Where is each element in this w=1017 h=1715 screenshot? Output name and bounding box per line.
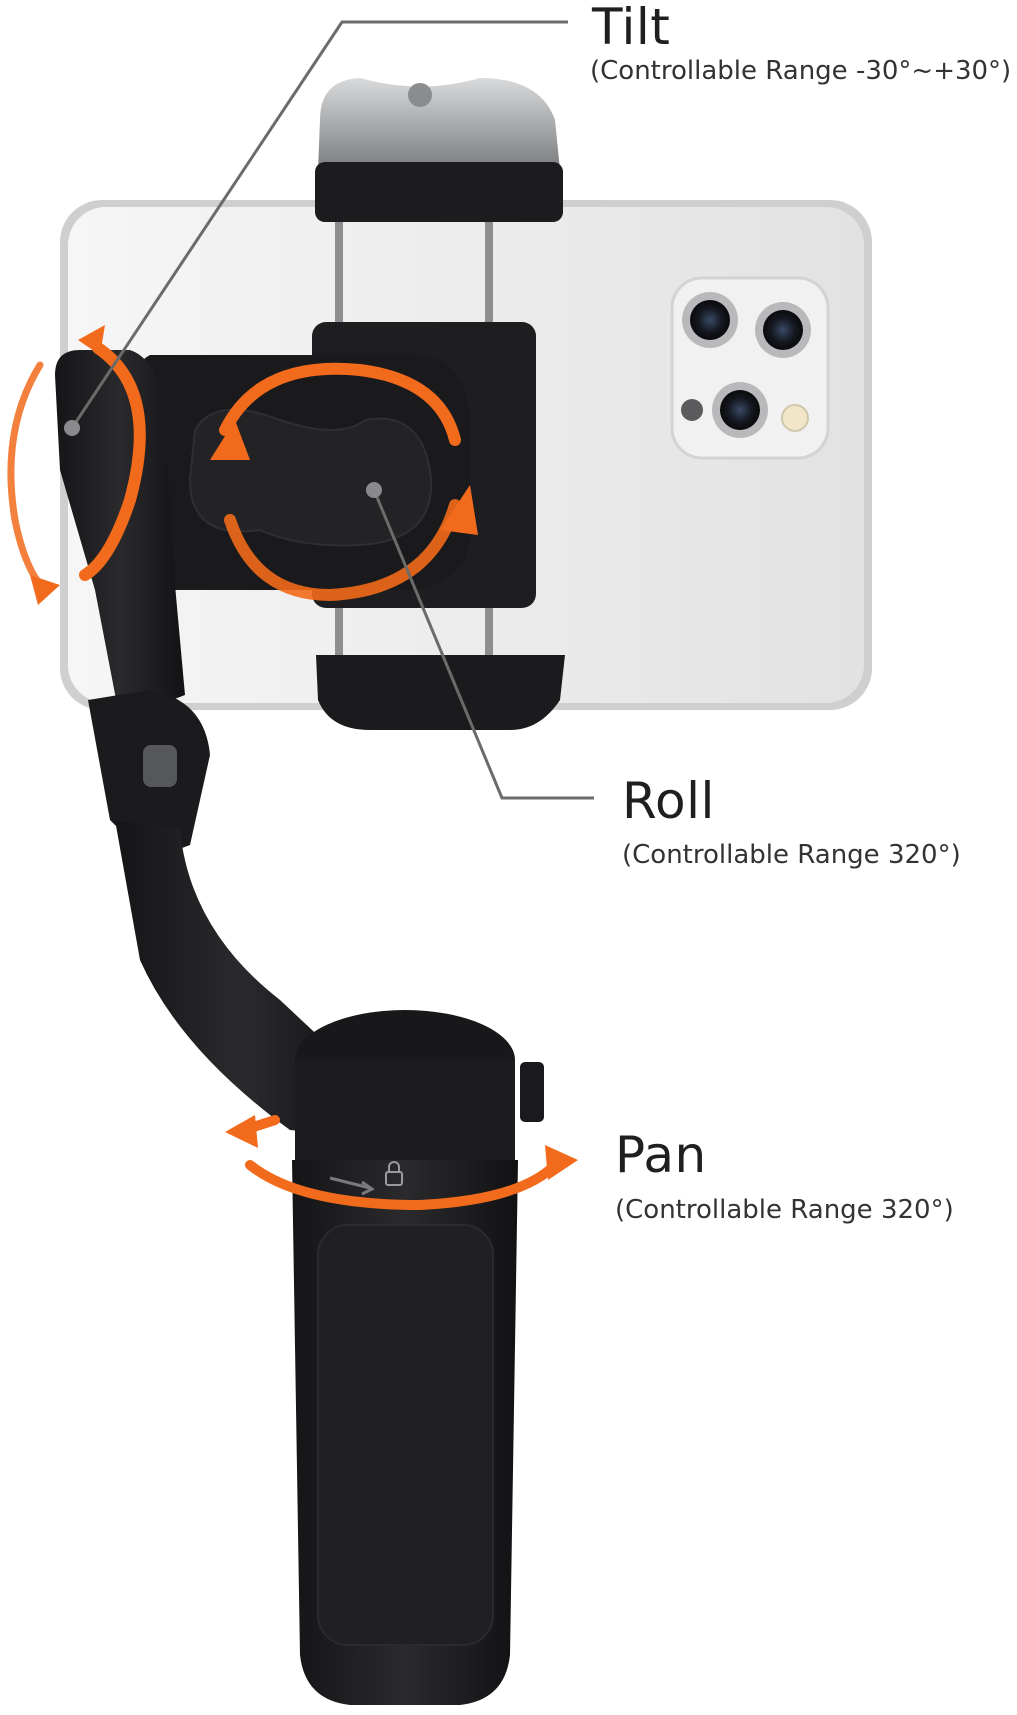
tilt-leader-dot (64, 420, 80, 436)
handle-grip (317, 1224, 494, 1646)
tilt-arrowhead-icon (78, 325, 105, 355)
pan-range: (Controllable Range 320°) (615, 1195, 954, 1225)
gimbal-handle (292, 1010, 544, 1705)
tilt-arrow-icon (7, 361, 49, 594)
roll-title: Roll (622, 772, 715, 830)
roll-leader-dot (366, 482, 382, 498)
tilt-arrowhead-icon (30, 575, 60, 605)
padlock-icon (385, 1161, 403, 1186)
pan-title: Pan (615, 1126, 707, 1184)
accessory-port (520, 1062, 544, 1122)
leader-lines (64, 20, 594, 800)
pan-arrow-icon (245, 1160, 560, 1211)
logo-icon (408, 83, 432, 107)
roll-leader-line (372, 489, 594, 800)
tilt-range: (Controllable Range -30°~+30°) (590, 56, 1012, 86)
tilt-title: Tilt (592, 0, 671, 56)
camera-lens-icon (681, 292, 811, 438)
clamp-bottom-jaw (316, 655, 565, 730)
tilt-arrow-icon (79, 342, 146, 581)
rotation-arrows (7, 325, 578, 1211)
lock-button-icon (143, 745, 177, 787)
roll-arrowhead-icon (440, 485, 478, 535)
roll-range: (Controllable Range 320°) (622, 840, 961, 870)
pan-arrowhead-icon (225, 1115, 258, 1148)
roll-arrow-icon (219, 362, 461, 446)
switch-arrow-icon (329, 1176, 375, 1196)
tilt-leader-line (70, 20, 568, 429)
clamp-top-jaw (315, 162, 563, 222)
roll-arrowhead-icon (210, 420, 250, 460)
roll-motor-arm (120, 355, 470, 590)
roll-arrow-icon (224, 499, 461, 602)
pan-arrowhead-icon (545, 1145, 578, 1180)
clamp-top-cap (318, 78, 560, 170)
